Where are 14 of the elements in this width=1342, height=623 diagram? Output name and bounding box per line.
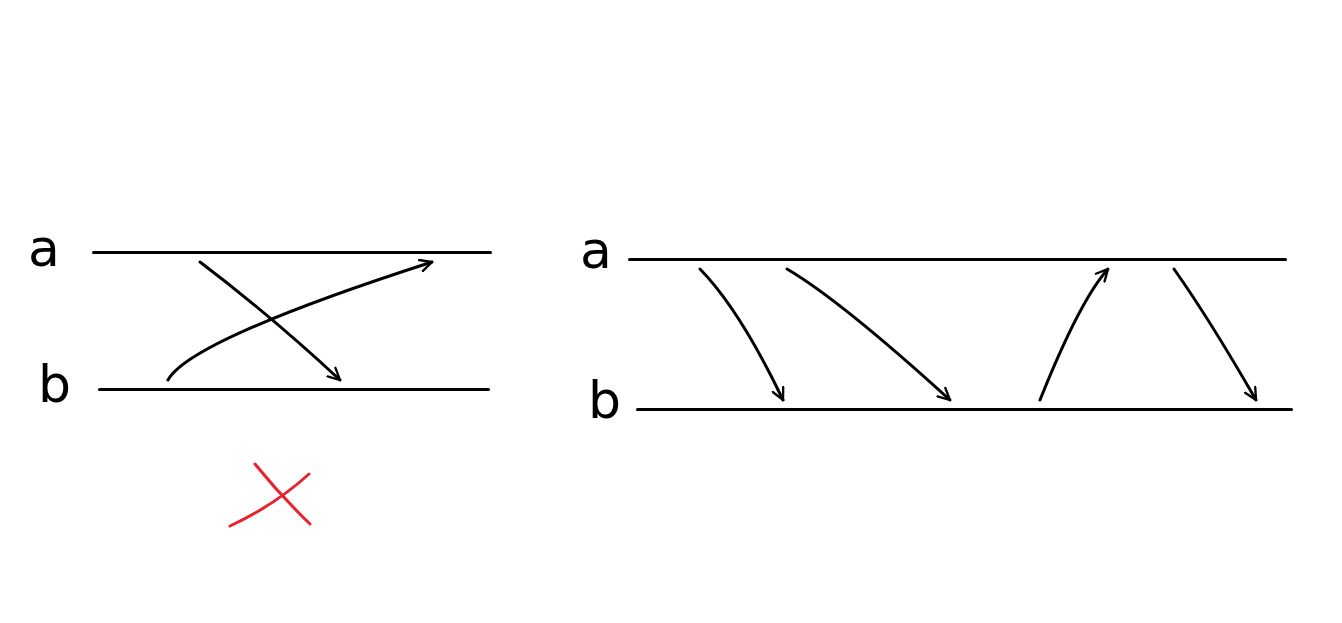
timeline-line [628,258,1287,261]
arrow [1172,267,1258,402]
timeline-line [98,388,490,391]
line-label: a [580,224,612,276]
arrow [698,267,785,402]
timeline-line [92,251,492,254]
line-label: b [588,374,621,426]
line-label: a [28,222,60,274]
arrow [1038,267,1110,402]
timeline-line [636,408,1293,411]
arrow [785,267,952,402]
arrow [198,260,342,382]
line-label: b [38,358,71,410]
arrow [166,258,434,382]
